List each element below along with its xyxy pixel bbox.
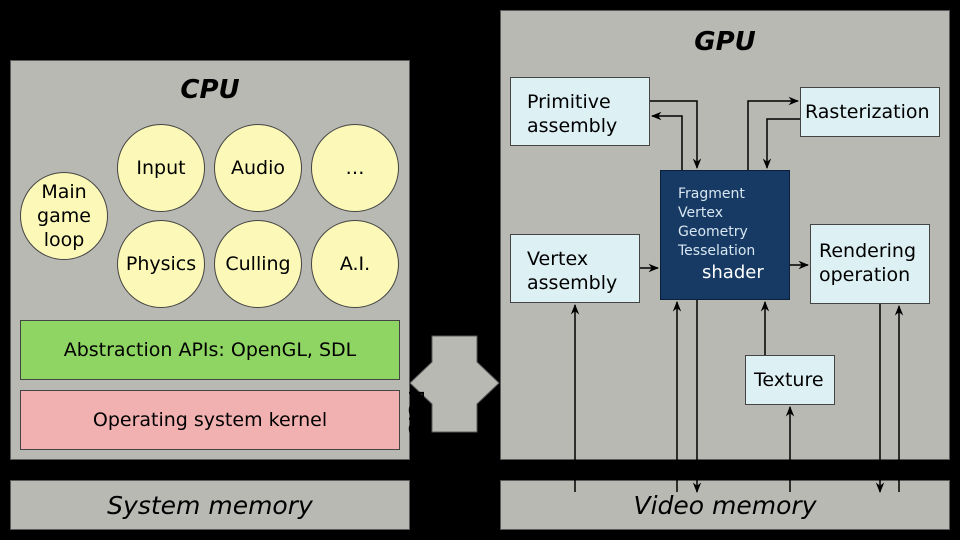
- module-more: …: [311, 124, 399, 212]
- shader-box: Fragment Vertex Geometry Tesselation sha…: [660, 170, 790, 300]
- shader-stage: Vertex: [678, 205, 724, 221]
- gpu-title: GPU: [694, 27, 756, 57]
- rasterization-box: Rasterization: [800, 87, 940, 137]
- os-kernel-bar: Operating system kernel: [20, 390, 400, 450]
- pcie-bus-arrow: [409, 335, 500, 433]
- arrow-shader-to-rasterization: [747, 96, 800, 170]
- cpu-title: CPU: [180, 75, 240, 105]
- arrow-rasterization-to-shader: [762, 118, 800, 170]
- arrow-shader-to-primitive: [650, 111, 683, 170]
- system-memory-bar: System memory: [10, 480, 410, 530]
- texture-box: Texture: [745, 355, 835, 405]
- main-game-loop: Main game loop: [20, 172, 108, 260]
- module-input: Input: [117, 124, 205, 212]
- shader-stage: Fragment: [678, 186, 745, 202]
- rendering-operation-box: Rendering operation: [810, 224, 930, 304]
- abstraction-api-bar: Abstraction APIs: OpenGL, SDL: [20, 320, 400, 380]
- shader-stage: Geometry: [678, 224, 748, 240]
- shader-stage: Tesselation: [678, 243, 756, 259]
- module-audio: Audio: [214, 124, 302, 212]
- shader-label: shader: [702, 262, 764, 283]
- arrow-primitive-to-shader: [650, 100, 702, 170]
- shader-stage-list: Fragment Vertex Geometry Tesselation: [678, 185, 755, 261]
- module-culling: Culling: [214, 220, 302, 308]
- module-physics: Physics: [117, 220, 205, 308]
- vertex-assembly-box: Vertex assembly: [510, 234, 640, 303]
- module-ai: A.I.: [311, 220, 399, 308]
- primitive-assembly-box: Primitive assembly: [510, 77, 650, 146]
